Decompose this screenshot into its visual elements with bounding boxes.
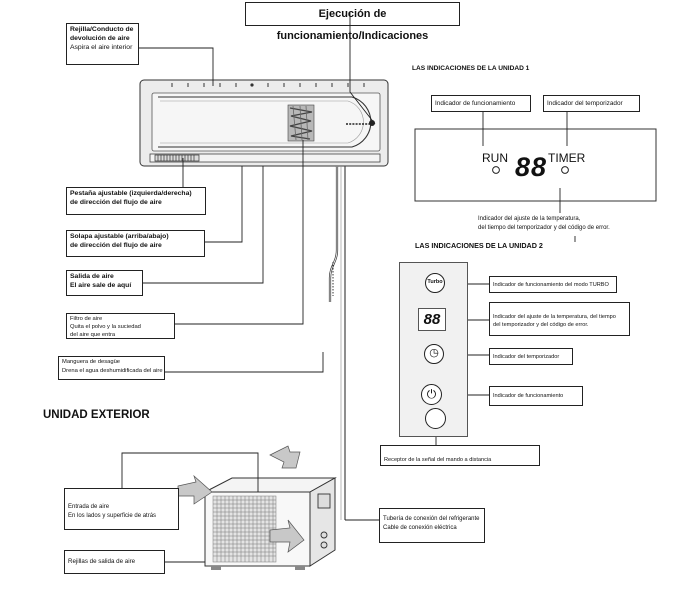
air-arrow-out bbox=[269, 519, 305, 553]
callout-air-filter: Filtro de aire Quita el polvo y la sucie… bbox=[66, 313, 175, 339]
outdoor-callout-air-outlet: Rejillas de salida de aire bbox=[64, 550, 165, 574]
callout-line: Indicador del temporizador bbox=[547, 100, 623, 107]
unit2-heading: LAS INDICACIONES DE LA UNIDAD 2 bbox=[415, 241, 543, 250]
callout-return-air-grille: Rejilla/Conducto de devolución de aire A… bbox=[66, 23, 139, 65]
outdoor-callout-piping: Tubería de conexión del refrigerante Cab… bbox=[379, 508, 485, 543]
unit2-callout-receiver: Receptor de la señal del mando a distanc… bbox=[380, 445, 540, 466]
callout-line: Indicador del temporizador bbox=[493, 354, 560, 360]
unit2-callout-run: Indicador de funcionamiento bbox=[489, 386, 583, 406]
turbo-icon: Turbo bbox=[425, 273, 445, 293]
callout-line: Solapa ajustable (arriba/abajo) bbox=[70, 233, 169, 240]
timer-label: TIMER bbox=[548, 151, 586, 165]
callout-line: Receptor de la señal del mando a distanc… bbox=[384, 457, 492, 463]
unit1-heading: LAS INDICACIONES DE LA UNIDAD 1 bbox=[412, 65, 530, 72]
unit1-digit-display: 88 bbox=[515, 152, 548, 182]
callout-drain-hose: Manguera de desagüe Drena el agua deshum… bbox=[58, 356, 165, 380]
callout-line: devolución de aire bbox=[70, 35, 130, 42]
unit1-callout-display: Indicador del ajuste de la temperatura, … bbox=[474, 213, 644, 236]
callout-line: Rejilla/Conducto de bbox=[70, 26, 134, 33]
outdoor-grille bbox=[212, 495, 277, 563]
unit2-digit-display: 88 bbox=[418, 308, 446, 331]
callout-line: Indicador del ajuste de la temperatura, … bbox=[493, 314, 616, 320]
air-arrow-top bbox=[269, 445, 301, 469]
callout-line: Filtro de aire bbox=[70, 316, 103, 322]
callout-line: En los lados y superficie de atrás bbox=[68, 513, 157, 519]
callout-line: Entrada de aire bbox=[68, 504, 110, 510]
callout-line: Drena el agua deshumidificada del aire bbox=[62, 368, 163, 374]
callout-line: Pestaña ajustable (izquierda/derecha) bbox=[70, 190, 192, 197]
main-title: Ejecución de funcionamiento/Indicaciones bbox=[245, 2, 460, 42]
unit2-callout-timer: Indicador del temporizador bbox=[489, 348, 573, 365]
run-label: RUN bbox=[482, 151, 508, 165]
display-window-scribble bbox=[287, 104, 315, 142]
callout-horizontal-louver: Pestaña ajustable (izquierda/derecha) de… bbox=[66, 187, 206, 215]
unit1-panel bbox=[414, 112, 657, 242]
air-arrow-left bbox=[177, 474, 213, 505]
callout-line: de dirección del flujo de aire bbox=[70, 242, 162, 249]
callout-line: de dirección del flujo de aire bbox=[70, 199, 162, 206]
unit2-callout-turbo: Indicador de funcionamiento del modo TUR… bbox=[489, 276, 617, 293]
callout-line: El aire sale de aquí bbox=[70, 282, 132, 289]
outdoor-callout-air-inlet: Entrada de aire En los lados y superfici… bbox=[64, 488, 179, 530]
callout-line: Tubería de conexión del refrigerante bbox=[383, 516, 480, 522]
outdoor-leader-lines bbox=[121, 452, 380, 563]
callout-line: del aire que entra bbox=[70, 332, 116, 338]
callout-line: del tiempo del temporizador y del código… bbox=[478, 225, 610, 231]
unit2-callout-display: Indicador del ajuste de la temperatura, … bbox=[489, 302, 630, 336]
callout-line: Quita el polvo y la suciedad bbox=[70, 324, 141, 330]
outdoor-heading: UNIDAD EXTERIOR bbox=[43, 409, 150, 421]
callout-line: Aspira el aire interior bbox=[70, 44, 133, 51]
callout-line: Indicador del ajuste de la temperatura, bbox=[478, 216, 581, 222]
louver-grille bbox=[154, 154, 200, 162]
callout-air-outlet: Salida de aire El aire sale de aquí bbox=[66, 270, 143, 296]
unit1-callout-run: Indicador de funcionamiento bbox=[431, 95, 531, 112]
ir-receiver-icon bbox=[425, 408, 446, 429]
callout-line: del temporizador y del código de error. bbox=[493, 322, 589, 328]
callout-line: Indicador de funcionamiento bbox=[435, 100, 516, 107]
callout-line: Indicador de funcionamiento del modo TUR… bbox=[493, 282, 609, 288]
timer-clock-icon: ◷ bbox=[424, 344, 444, 364]
callout-line: Manguera de desagüe bbox=[62, 359, 121, 365]
callout-line: Rejillas de salida de aire bbox=[68, 558, 136, 565]
callout-line: Salida de aire bbox=[70, 273, 114, 280]
outdoor-unit bbox=[177, 445, 337, 570]
intake-slots bbox=[171, 83, 365, 87]
callout-vertical-flap: Solapa ajustable (arriba/abajo) de direc… bbox=[66, 230, 205, 257]
indoor-unit bbox=[139, 79, 389, 520]
indoor-leader-lines bbox=[139, 12, 376, 373]
power-icon: ⏻ bbox=[421, 384, 442, 405]
unit1-callout-timer: Indicador del temporizador bbox=[543, 95, 640, 112]
callout-line: Cable de conexión eléctrica bbox=[383, 525, 457, 531]
side-valves bbox=[317, 493, 331, 549]
callout-line: Indicador de funcionamiento bbox=[493, 393, 564, 399]
